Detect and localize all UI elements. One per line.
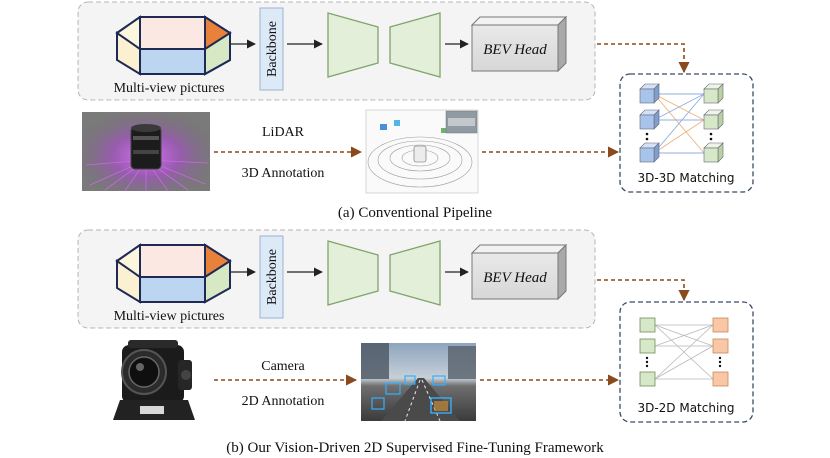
lidar-label: LiDAR	[262, 125, 305, 140]
caption-vision-driven: (b) Our Vision-Driven 2D Supervised Fine…	[226, 440, 604, 456]
top-decoder-trapezoid	[389, 12, 441, 78]
cube-green	[703, 142, 724, 163]
cube-green	[703, 109, 724, 130]
caption-conventional: (a) Conventional Pipeline	[338, 205, 492, 221]
bottom-bev-head-box	[470, 243, 568, 301]
top-backbone-label: Backbone	[265, 21, 280, 77]
multiview-hexagon-icon	[115, 243, 232, 304]
lidar-sensor-photo	[82, 112, 210, 192]
square-orange	[712, 371, 729, 387]
cube-blue	[639, 142, 660, 163]
bottom-decoder-trapezoid	[389, 240, 441, 306]
top-bev-to-matching-arrow	[597, 43, 690, 74]
bottom-backbone-label: Backbone	[265, 249, 280, 305]
lidar-point-cloud-image	[365, 109, 479, 194]
3d-annotation-label: 3D Annotation	[242, 166, 325, 181]
bottom-backbone-box	[259, 235, 284, 319]
2d-annotation-label: 2D Annotation	[242, 394, 325, 409]
matching-3d-3d-label: 3D-3D Matching	[637, 171, 734, 185]
multiview-hexagon-icon	[115, 15, 232, 76]
top-bev-head-box	[470, 15, 568, 73]
camera-label: Camera	[261, 359, 305, 374]
bottom-encoder-trapezoid	[327, 240, 379, 306]
matching-3d-2d-label: 3D-2D Matching	[637, 401, 734, 415]
top-bev-head-label: BEV Head	[483, 42, 547, 58]
matching-3d-3d-panel: 3D-3D Matching	[619, 73, 754, 193]
section-vision-driven: Multi-view pictures Backbone BEV Head	[77, 229, 754, 456]
top-multiview-label: Multi-view pictures	[114, 81, 225, 96]
square-green	[639, 371, 656, 387]
road-camera-image	[361, 343, 476, 422]
cube-blue	[639, 109, 660, 130]
square-orange	[712, 317, 729, 333]
section-conventional: Multi-view pictures Backbone BEV Head	[77, 1, 754, 221]
cube-green	[703, 83, 724, 104]
matching-3d-2d-panel: 3D-2D Matching	[619, 301, 754, 423]
top-encoder-trapezoid	[327, 12, 379, 78]
bottom-multiview-label: Multi-view pictures	[114, 309, 225, 324]
square-green	[639, 338, 656, 354]
cube-blue	[639, 83, 660, 104]
camera-device-icon	[113, 340, 195, 420]
bottom-bev-to-matching-arrow	[597, 279, 690, 302]
bottom-bev-head-label: BEV Head	[483, 270, 547, 286]
square-orange	[712, 338, 729, 354]
square-green	[639, 317, 656, 333]
top-backbone-box	[259, 7, 284, 91]
